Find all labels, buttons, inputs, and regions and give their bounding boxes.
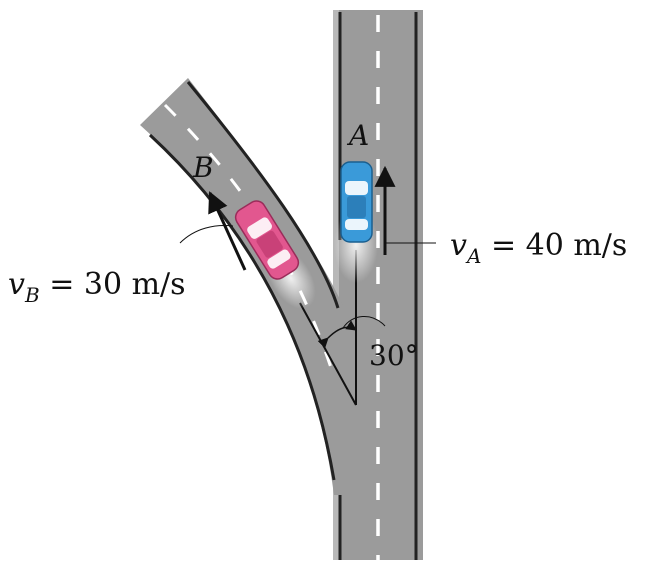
vb-symbol: v — [8, 267, 25, 302]
car-b-windshield — [247, 217, 272, 239]
car-b — [234, 200, 316, 309]
branch-road-inner-edge — [186, 81, 340, 309]
car-a — [334, 161, 378, 283]
va-value: = 40 m/s — [481, 228, 627, 263]
velocity-a-label: vA = 40 m/s — [450, 228, 627, 268]
branch-direction-line — [299, 302, 357, 406]
car-a-roof — [347, 196, 366, 218]
angle-leader — [342, 316, 386, 329]
main-road-left-shoulder — [333, 10, 339, 560]
vb-value: = 30 m/s — [40, 267, 186, 302]
main-road — [333, 10, 423, 560]
branch-road-outer-edge — [148, 133, 336, 481]
car-a-windshield — [345, 181, 368, 195]
vb-leader — [179, 225, 234, 244]
car-a-rear-window — [345, 219, 368, 230]
car-b-label: B — [192, 151, 214, 184]
car-b-rear-window — [267, 249, 291, 269]
car-b-roof — [256, 230, 283, 258]
velocity-b-label: vB = 30 m/s — [8, 267, 186, 307]
vb-subscript: B — [24, 283, 40, 307]
car-a-label: A — [346, 119, 369, 152]
va-subscript: A — [465, 244, 481, 268]
va-symbol: v — [450, 228, 467, 263]
velocity-b-arrow — [208, 191, 247, 271]
angle-label: 30° — [369, 339, 419, 372]
